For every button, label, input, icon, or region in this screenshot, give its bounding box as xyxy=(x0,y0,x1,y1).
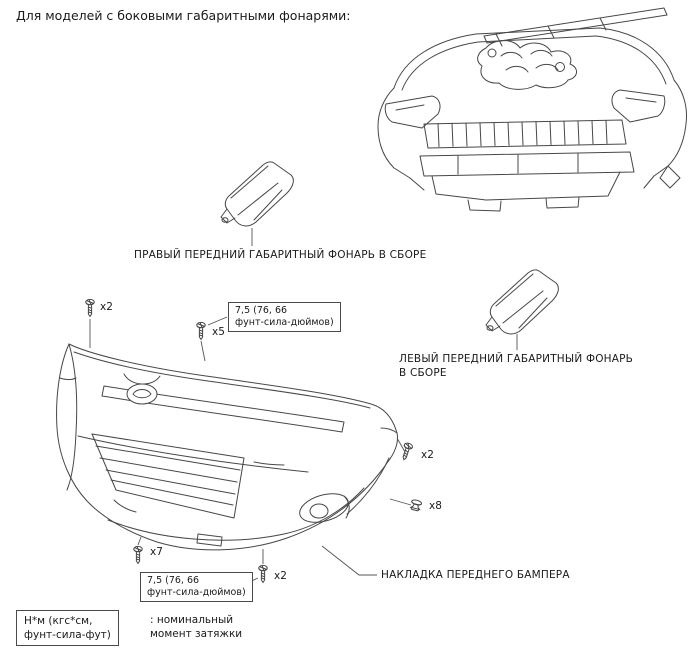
legend-desc-line2: момент затяжки xyxy=(150,628,243,640)
car-front-illustration xyxy=(377,7,687,212)
legend-desc-line1: : номинальный xyxy=(150,614,234,626)
left-marker-light-illustration xyxy=(485,269,559,335)
fastener-count-bottom-left: x7 xyxy=(150,546,163,558)
screw-icon xyxy=(85,298,95,317)
header-note: Для моделей с боковыми габаритными фонар… xyxy=(16,8,351,23)
screw-icon xyxy=(196,321,206,340)
fastener-count-top-left: x2 xyxy=(100,301,113,313)
screw-icon xyxy=(258,564,268,583)
left-marker-light-label-line1: ЛЕВЫЙ ПЕРЕДНИЙ ГАБАРИТНЫЙ ФОНАРЬ xyxy=(399,353,634,365)
torque-spec-box-top: 7,5 (76, 66 фунт-сила-дюймов) xyxy=(228,302,341,332)
torque-bottom-value: 7,5 (76, 66 xyxy=(147,575,200,586)
legend-description: : номинальный момент затяжки xyxy=(150,613,242,641)
legend-unit-box: Н*м (кгс*см, фунт-сила-фут) xyxy=(16,610,119,646)
bumper-cover-illustration xyxy=(56,343,398,551)
torque-bottom-units: фунт-сила-дюймов) xyxy=(147,587,246,598)
fastener-count-top-center: x5 xyxy=(212,326,225,338)
legend-unit-line1: Н*м (кгс*см, xyxy=(24,615,93,627)
fastener-count-right-clip: x8 xyxy=(429,500,442,512)
left-marker-light-label: ЛЕВЫЙ ПЕРЕДНИЙ ГАБАРИТНЫЙ ФОНАРЬ В СБОРЕ xyxy=(399,352,633,380)
torque-top-units: фунт-сила-дюймов) xyxy=(235,317,334,328)
legend-unit-line2: фунт-сила-фут) xyxy=(24,629,111,641)
left-marker-light-label-line2: В СБОРЕ xyxy=(399,367,447,379)
right-marker-light-illustration xyxy=(220,161,294,227)
clip-icon xyxy=(409,498,423,512)
bumper-cover-label: НАКЛАДКА ПЕРЕДНЕГО БАМПЕРА xyxy=(381,569,570,581)
torque-top-value: 7,5 (76, 66 xyxy=(235,305,288,316)
right-marker-light-label: ПРАВЫЙ ПЕРЕДНИЙ ГАБАРИТНЫЙ ФОНАРЬ В СБОР… xyxy=(134,249,427,261)
fastener-count-right-corner: x2 xyxy=(421,449,434,461)
torque-spec-box-bottom: 7,5 (76, 66 фунт-сила-дюймов) xyxy=(140,572,253,602)
screw-icon xyxy=(133,545,143,564)
screw-icon xyxy=(399,441,414,462)
fastener-count-bottom-center: x2 xyxy=(274,570,287,582)
